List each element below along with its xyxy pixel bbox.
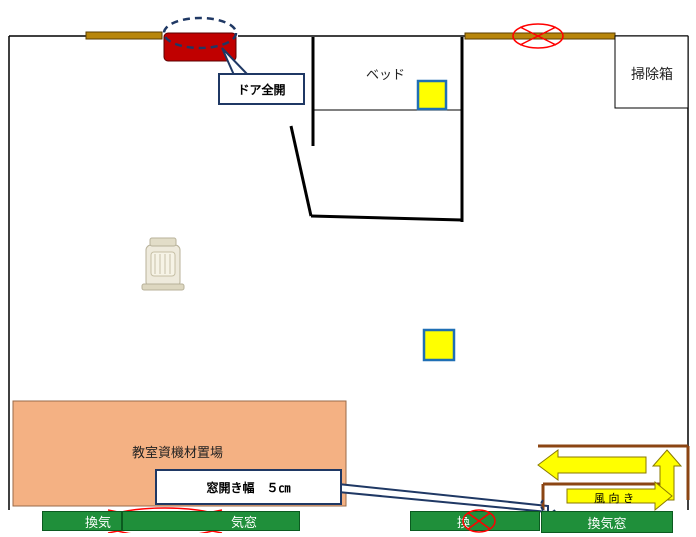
yellow-square-marker-icon [416, 79, 448, 111]
wind-arrow-left [537, 449, 647, 481]
vent-window-left-a: 換気 [42, 511, 122, 531]
storage-label: 教室資機材置場 [132, 446, 224, 461]
door-highlight-ellipse [162, 16, 238, 50]
closed-x-mark-icon [462, 509, 496, 533]
vent-window-right: 換気窓 [541, 511, 673, 533]
door-open-callout: ドア全開 [218, 73, 305, 105]
closed-x-mark-icon [512, 23, 564, 49]
wind-arrows [537, 449, 683, 512]
wind-arrow-right [566, 480, 673, 512]
bed-area [289, 37, 464, 222]
cleaning-box [614, 35, 689, 109]
cleaning-box-label: 掃除箱 [631, 67, 673, 83]
window-callout-pointer [337, 482, 549, 514]
bed-label: ベッド [366, 68, 406, 83]
yellow-square-marker-icon [422, 328, 456, 362]
vent-window-left-b: 気窓 [122, 511, 300, 531]
kerosene-heater-icon [141, 237, 185, 291]
vent-window-mid: 換 [410, 511, 540, 531]
window-top-left [85, 31, 163, 40]
wind-direction-label: 風 向 き [594, 492, 634, 505]
window-top-right [464, 32, 616, 40]
wind-frame [538, 444, 690, 510]
window-width-callout: 窓開き幅 ５㎝ [155, 469, 342, 505]
